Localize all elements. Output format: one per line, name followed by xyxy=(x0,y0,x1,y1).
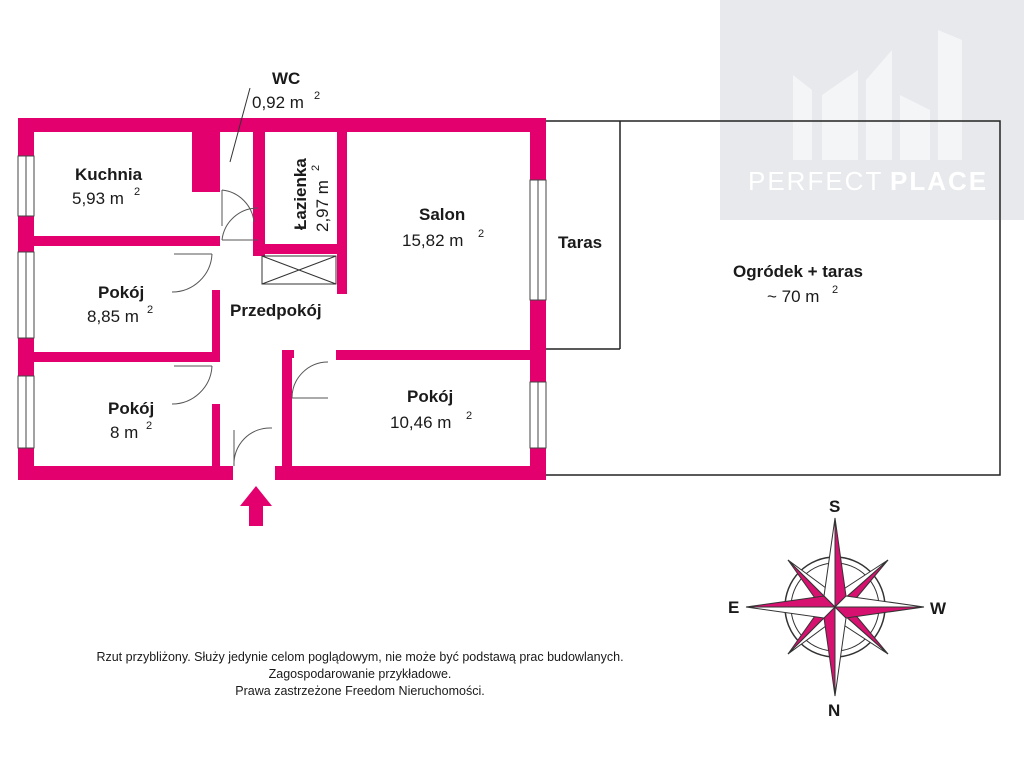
room-taras-name: Taras xyxy=(558,233,602,252)
room-pokoj-1-name: Pokój xyxy=(98,283,144,302)
compass-label-s: S xyxy=(829,497,840,516)
logo-text-regular: PERFECT xyxy=(748,166,883,196)
room-kuchnia-area: 5,93 m xyxy=(72,189,124,208)
room-salon-area: 15,82 m xyxy=(402,231,463,250)
room-pokoj-2: Pokój 8 m 2 xyxy=(108,399,154,442)
room-kuchnia-exp: 2 xyxy=(134,186,140,198)
room-ogrodek: Ogródek + taras ~ 70 m 2 xyxy=(733,262,863,306)
room-pokoj-1: Pokój 8,85 m 2 xyxy=(87,283,153,326)
doors xyxy=(171,189,329,467)
perfect-place-logo: PERFECT PLACE xyxy=(720,0,1024,220)
compass-label-e: E xyxy=(728,598,739,617)
disclaimer: Rzut przybliżony. Służy jedynie celom po… xyxy=(96,650,623,698)
room-kuchnia-name: Kuchnia xyxy=(75,165,143,184)
room-pokoj-1-exp: 2 xyxy=(147,304,153,316)
room-pokoj-3-exp: 2 xyxy=(466,410,472,422)
room-lazienka: Łazienka 2,97 m 2 xyxy=(291,158,332,232)
room-wc-name: WC xyxy=(272,69,300,88)
room-pokoj-2-area: 8 m xyxy=(110,423,138,442)
room-taras: Taras xyxy=(558,233,602,252)
room-pokoj-3-area: 10,46 m xyxy=(390,413,451,432)
room-salon-name: Salon xyxy=(419,205,465,224)
room-wc-exp: 2 xyxy=(314,90,320,102)
room-wc-area: 0,92 m xyxy=(252,93,304,112)
entrance-arrow-icon xyxy=(240,486,272,526)
room-przedpokoj-name: Przedpokój xyxy=(230,301,322,320)
room-salon: Salon 15,82 m 2 xyxy=(402,205,484,250)
room-pokoj-3-name: Pokój xyxy=(407,387,453,406)
room-kuchnia: Kuchnia 5,93 m 2 xyxy=(72,165,143,208)
building-icon xyxy=(793,30,962,160)
compass-label-n: N xyxy=(828,701,840,720)
windows xyxy=(17,155,547,449)
compass-label-w: W xyxy=(930,599,947,618)
room-lazienka-area: 2,97 m xyxy=(313,180,332,232)
wc-pointer-line xyxy=(229,87,251,163)
disclaimer-line-1: Rzut przybliżony. Służy jedynie celom po… xyxy=(96,650,623,664)
room-wc: WC 0,92 m 2 xyxy=(252,69,320,112)
room-pokoj-3: Pokój 10,46 m 2 xyxy=(390,387,472,432)
disclaimer-line-3: Prawa zastrzeżone Freedom Nieruchomości. xyxy=(235,684,484,698)
compass-rose-icon: S N E W xyxy=(728,497,947,720)
logo-text-bold: PLACE xyxy=(890,166,988,196)
room-ogrodek-exp: 2 xyxy=(832,284,838,296)
room-ogrodek-area: ~ 70 m xyxy=(767,287,819,306)
shaft-box xyxy=(261,255,337,285)
room-lazienka-name: Łazienka xyxy=(291,158,310,230)
room-salon-exp: 2 xyxy=(478,228,484,240)
room-przedpokoj: Przedpokój xyxy=(230,301,322,320)
room-pokoj-2-exp: 2 xyxy=(146,420,152,432)
room-lazienka-exp: 2 xyxy=(310,165,322,171)
room-pokoj-1-area: 8,85 m xyxy=(87,307,139,326)
room-ogrodek-name: Ogródek + taras xyxy=(733,262,863,281)
room-pokoj-2-name: Pokój xyxy=(108,399,154,418)
disclaimer-line-2: Zagospodarowanie przykładowe. xyxy=(269,667,452,681)
